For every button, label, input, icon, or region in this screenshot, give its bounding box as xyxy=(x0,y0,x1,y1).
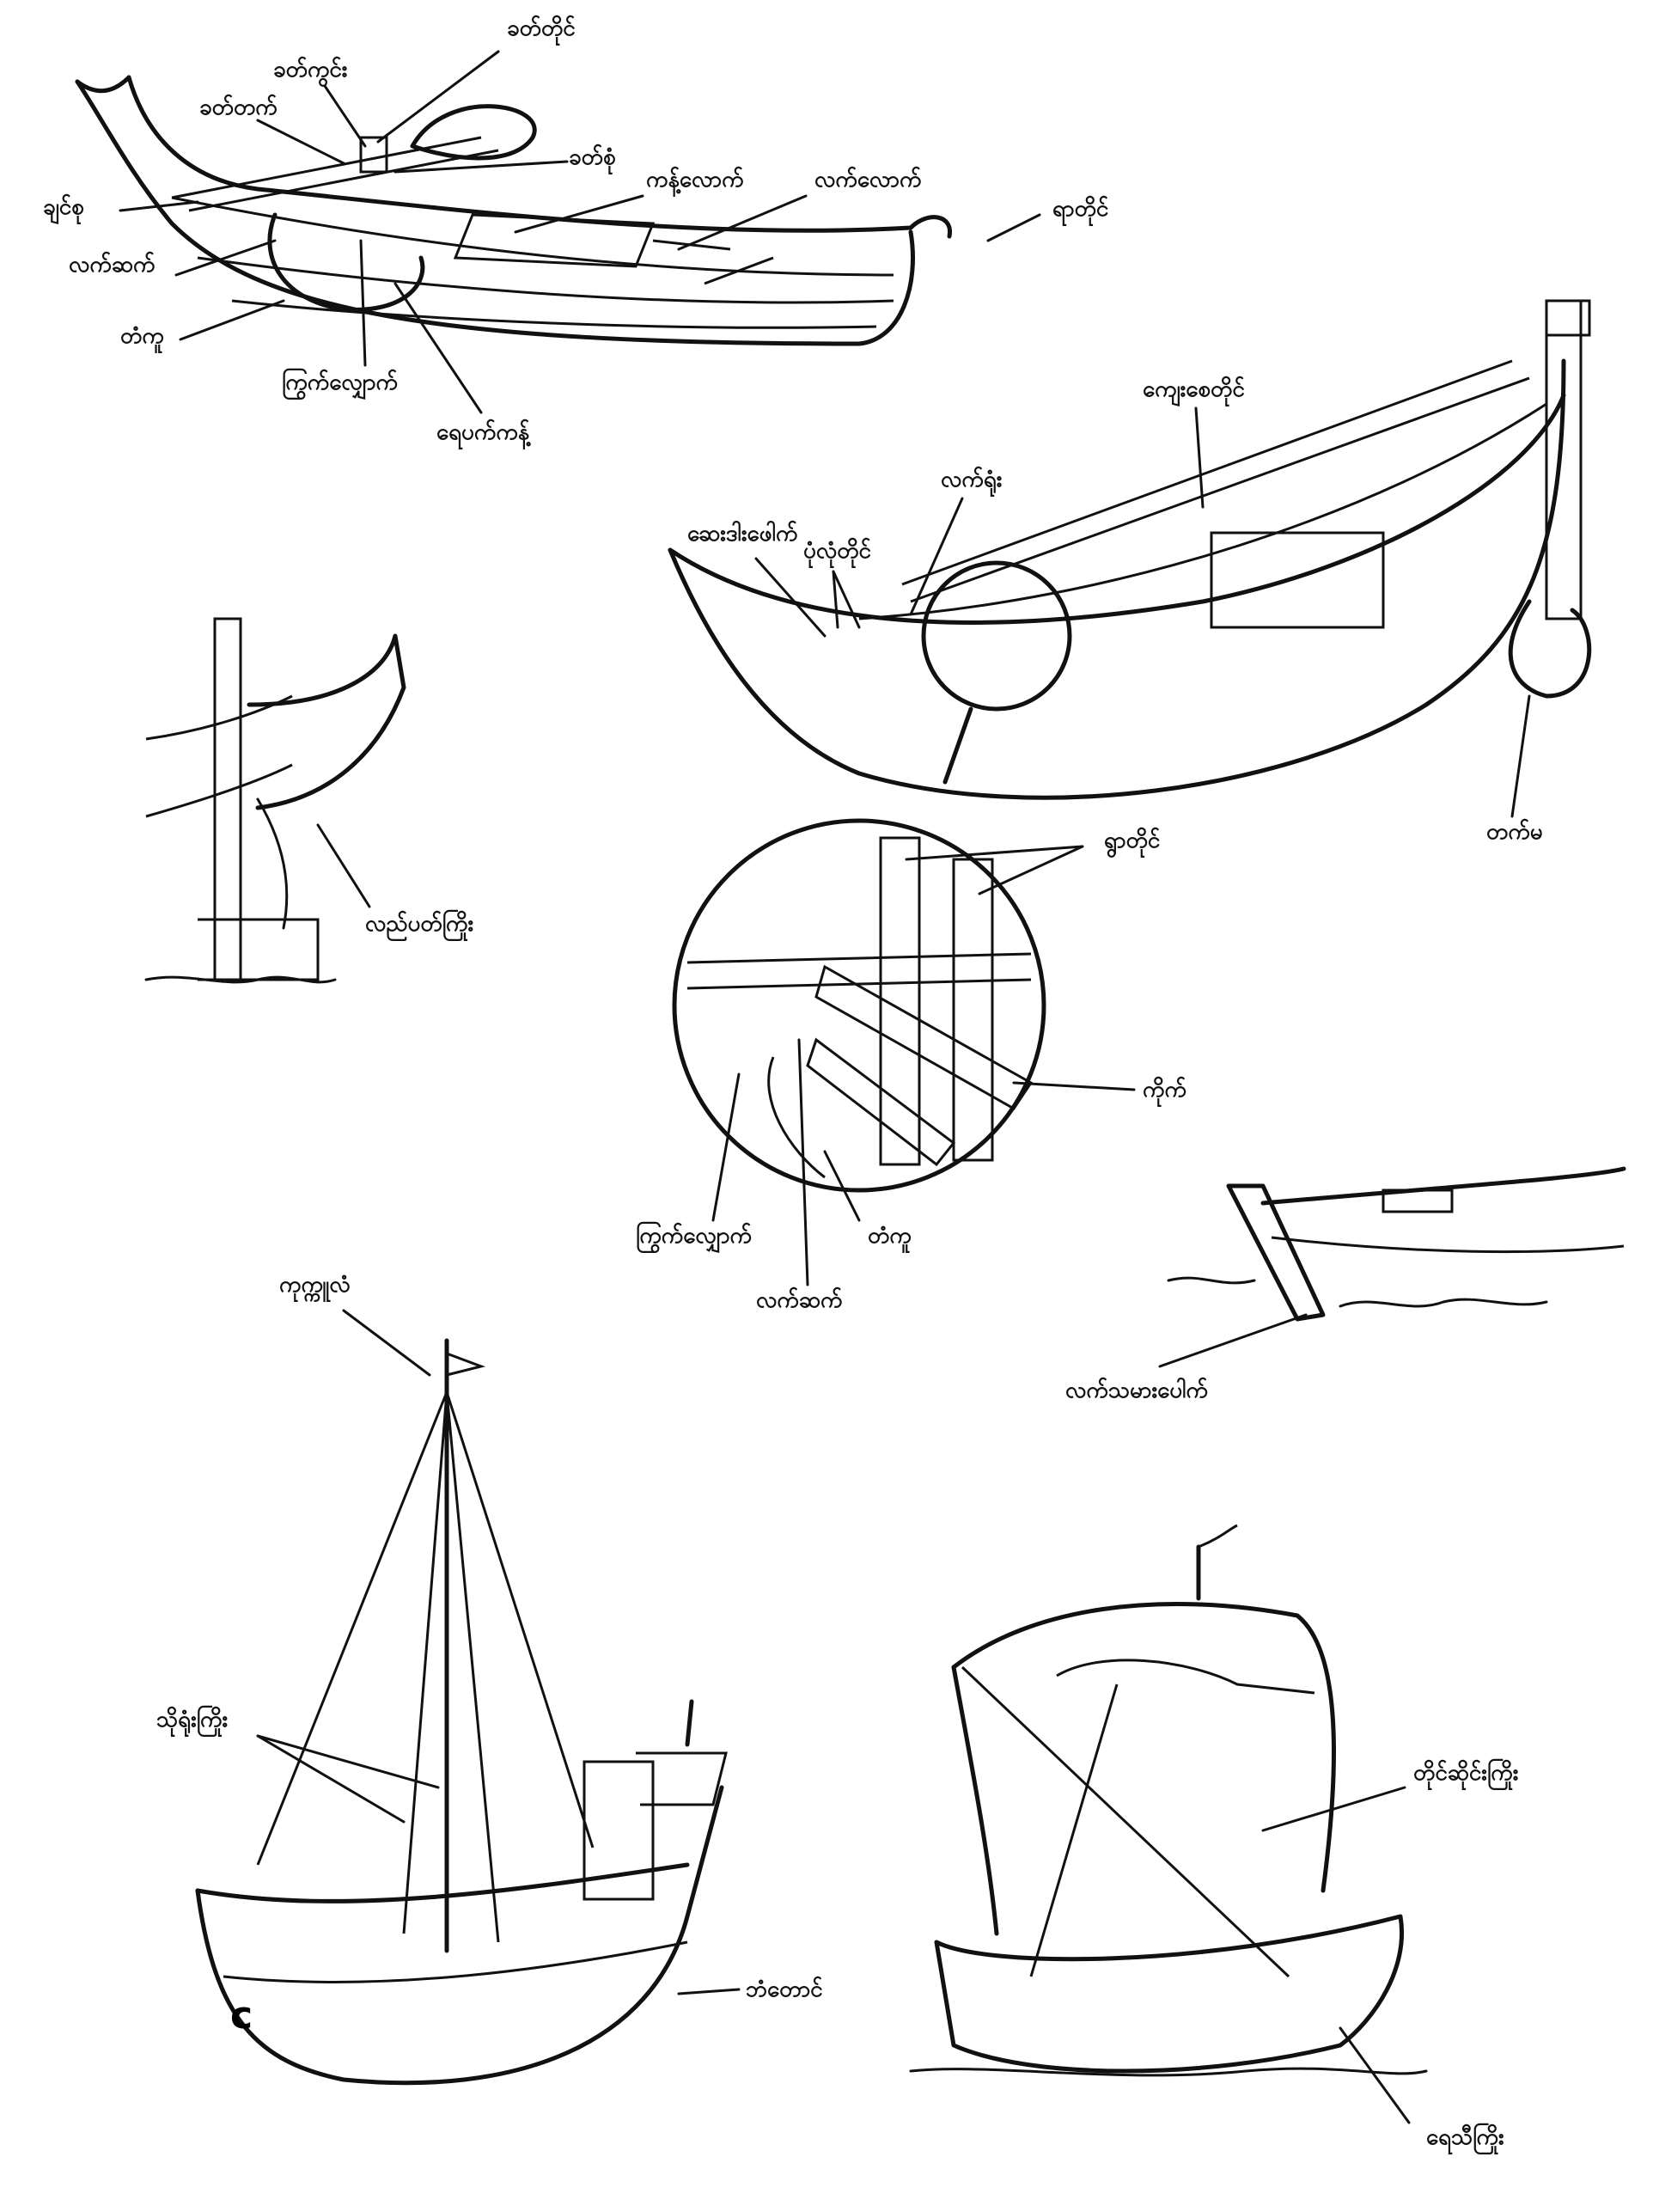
label-deck-hatch: ဆေးဒါးဖေါက် xyxy=(687,521,798,547)
junk-leader-lines xyxy=(1261,1786,1411,2124)
label-steering-rope: လည်ပတ်ကြိုး xyxy=(365,911,474,937)
label-carpenter-hole: လက်သမားပေါက် xyxy=(1065,1378,1208,1403)
label-crossbeam: ကိုက် xyxy=(1143,1077,1186,1103)
sailboat-leader-lines xyxy=(256,1309,741,1995)
label-oar-post: ခတ်တိုင် xyxy=(507,15,576,41)
junk-drawing xyxy=(909,1524,1428,2077)
label-inset-stringer: ကြွက်လျှောက် xyxy=(636,1223,753,1249)
label-oar-posts: ရွာတိုင် xyxy=(1104,828,1161,853)
large-boat-drawing xyxy=(668,299,1592,800)
label-pennant: ကုက္ကူလံ xyxy=(279,1272,351,1298)
label-oar-seat: ခတ်စုံ xyxy=(569,144,616,170)
label-stringer: ကြွက်လျှောက် xyxy=(282,370,399,395)
svg-text:c: c xyxy=(230,1994,253,2038)
label-hand-brace: လက်လောက် xyxy=(814,167,922,192)
label-bow-knob: ချင်စု xyxy=(43,194,84,220)
label-sheet-rope: ရေသီကြိုး xyxy=(1426,2124,1504,2150)
label-stern-cabin: ဘံတောင် xyxy=(746,1977,823,2002)
large-boat-leader-lines xyxy=(754,406,1531,818)
label-rib-joint: လက်ဆက် xyxy=(69,252,156,278)
inset-detail-drawing xyxy=(672,818,1046,1193)
label-inset-keel-piece: တံကူ xyxy=(868,1223,912,1249)
sailboat-drawing: c xyxy=(195,1338,728,2086)
label-splash-board: ရေပက်ကန့် xyxy=(436,419,530,445)
label-thwart-brace: ကန့်လောက် xyxy=(646,167,744,192)
label-oar-ring: ခတ်ကွင်း xyxy=(273,57,348,82)
inset-leader-lines xyxy=(711,845,1136,1286)
label-inset-rib-joint: လက်ဆက် xyxy=(756,1287,843,1313)
label-oar-peg: ခတ်တက် xyxy=(199,95,278,120)
label-hand-rail: လက်ရုံး xyxy=(941,467,1003,492)
rowboat-leader-lines xyxy=(119,50,1041,414)
label-shrouds: သိုရုံးကြိုး xyxy=(156,1707,229,1732)
label-rudder: တက်မ xyxy=(1486,819,1543,845)
small-boat-drawing xyxy=(1167,1166,1626,1322)
small-boat-leader-line xyxy=(1158,1313,1308,1368)
label-bollards: ပုံလုံတိုင် xyxy=(803,538,871,564)
rudder-leader-line xyxy=(316,823,371,908)
label-keel-piece: တံကူ xyxy=(120,323,164,349)
rudder-detail-drawing xyxy=(144,617,406,984)
label-mast-post: ကျေးစေတိုင် xyxy=(1143,376,1245,402)
label-stern-post: ရာတိုင် xyxy=(1052,196,1109,222)
label-halyard: တိုင်ဆိုင်းကြိုး xyxy=(1413,1760,1519,1786)
